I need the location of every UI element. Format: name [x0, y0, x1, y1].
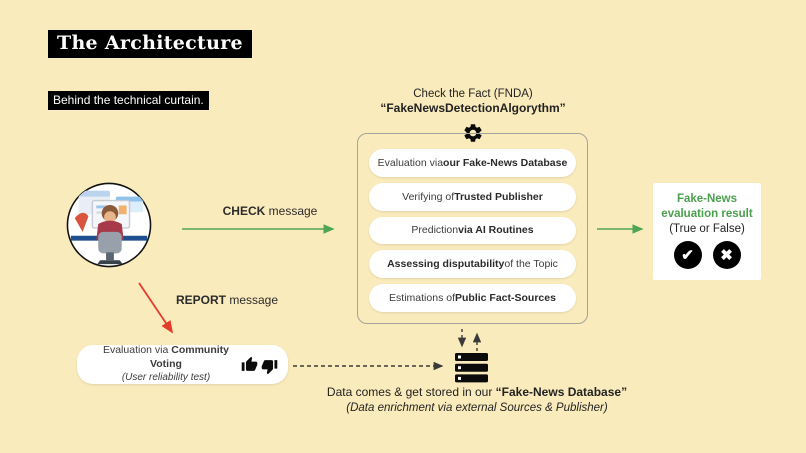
fnda-caption-line1: Check the Fact (FNDA) [413, 88, 533, 100]
page-title-text: The Architecture [57, 32, 243, 54]
report-message-rest: message [225, 293, 279, 307]
fnda-caption-line2: “FakeNewsDetectionAlgorythm” [380, 101, 566, 116]
report-message-label: REPORT message [157, 293, 297, 307]
check-circle-icon: ✔ [673, 240, 702, 269]
community-voting-line1: Evaluation via Community Voting [91, 344, 241, 371]
community-voting-card: Evaluation via Community Voting (User re… [77, 344, 288, 385]
database-icon [455, 353, 488, 383]
step-text-bold: Public Fact-Sources [455, 292, 556, 305]
result-subtitle: (True or False) [669, 222, 745, 235]
community-text: Evaluation via [102, 344, 172, 357]
step-text-bold: Assessing disputability [387, 258, 505, 271]
step-text-bold: Trusted Publisher [454, 190, 543, 203]
vote-icons [241, 354, 278, 375]
result-icons: ✔ ✖ [673, 240, 741, 269]
fnda-step-trusted-publisher: Verifying of Trusted Publisher [369, 182, 576, 211]
step-text: Verifying of [402, 190, 455, 203]
community-text-bold: Community Voting [150, 344, 230, 370]
step-text-bold: our Fake-News Database [443, 156, 568, 169]
check-message-label: CHECK message [200, 204, 340, 218]
fnda-steps-panel: Evaluation via our Fake-News Database Ve… [357, 133, 588, 324]
fnda-step-ai-routines: Prediction via AI Routines [369, 216, 576, 245]
fnda-caption: Check the Fact (FNDA) “FakeNewsDetection… [353, 87, 593, 116]
report-message-bold: REPORT [175, 293, 226, 307]
community-voting-text: Evaluation via Community Voting (User re… [91, 344, 241, 385]
database-caption-line2: (Data enrichment via external Sources & … [346, 401, 608, 414]
evaluation-result-card: Fake-News evaluation result (True or Fal… [653, 183, 761, 280]
community-voting-subtitle: (User reliability test) [121, 372, 211, 384]
result-title: Fake-News evaluation result [661, 192, 752, 222]
database-caption-line1: Data comes & get stored in our “Fake-New… [322, 385, 632, 401]
user-avatar [66, 182, 152, 268]
cross-circle-icon: ✖ [712, 240, 741, 269]
database-caption-bold: “Fake-News Database” [495, 385, 628, 399]
fnda-step-evaluation-database: Evaluation via our Fake-News Database [369, 149, 576, 177]
step-text: Evaluation via [377, 156, 444, 169]
fnda-step-disputability: Assessing disputability of the Topic [369, 250, 576, 279]
fnda-step-fact-sources: Estimations of Public Fact-Sources [369, 284, 576, 312]
step-text: Prediction [411, 224, 459, 237]
gear-icon [464, 124, 482, 142]
report-arrow [138, 282, 174, 334]
page-title: The Architecture [48, 30, 252, 58]
step-text-bold: via AI Routines [458, 224, 534, 237]
result-title-line1: Fake-News [676, 193, 738, 205]
page-subtitle: Behind the technical curtain. [48, 91, 209, 110]
result-title-line2: evaluation result [661, 207, 753, 220]
person-at-computer-illustration [70, 190, 148, 265]
check-message-rest: message [265, 204, 318, 218]
check-message-bold: CHECK [222, 204, 266, 218]
step-text: Estimations of [389, 292, 455, 305]
thumb-up-icon [241, 356, 258, 371]
step-text: of the Topic [504, 258, 558, 271]
database-caption-text: Data comes & get stored in our [326, 385, 496, 399]
database-caption: Data comes & get stored in our “Fake-New… [322, 385, 632, 416]
page-subtitle-text: Behind the technical curtain. [53, 93, 204, 107]
thumb-down-icon [261, 360, 278, 375]
